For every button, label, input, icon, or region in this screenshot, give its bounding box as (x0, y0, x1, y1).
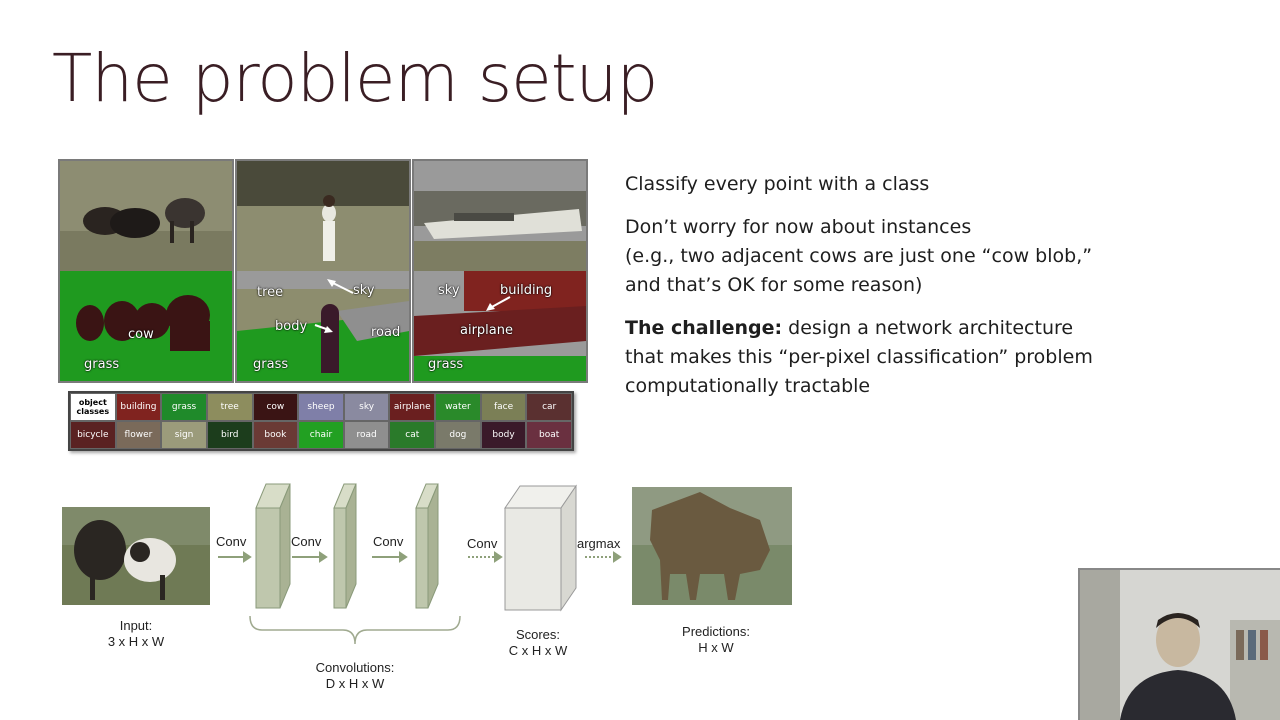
cow-photo (60, 161, 232, 271)
scores-label: Scores: (516, 627, 560, 642)
legend-class-11: flower (115, 421, 162, 449)
prediction-image (632, 487, 792, 605)
convolutions-dims: D x H x W (326, 676, 385, 691)
label-body: body (275, 319, 308, 334)
convolutions-label: Convolutions: (316, 660, 395, 675)
segmentation-example-airplane: sky building airplane grass (412, 159, 588, 383)
legend-class-9: car (526, 393, 572, 421)
legend-class-2: tree (206, 393, 253, 421)
label-airplane: airplane (460, 323, 513, 338)
conv-label-2: Conv (291, 534, 322, 549)
bullet-instances: Don’t worry for now about instances (e.g… (625, 216, 1093, 296)
predictions-dims: H x W (698, 640, 734, 655)
legend-class-4: sheep (298, 393, 344, 421)
airplane-photo (414, 161, 586, 271)
legend-class-7: water (435, 393, 481, 421)
legend-class-19: body (480, 421, 527, 449)
conv-label-4: Conv (467, 536, 498, 551)
arrow-icon (314, 324, 333, 333)
arrow-icon (486, 296, 511, 311)
input-image (62, 507, 210, 605)
legend-class-16: road (343, 421, 390, 449)
arrow-icon (327, 279, 354, 294)
label-building: building (500, 283, 553, 298)
argmax-label: argmax (577, 536, 621, 551)
legend-class-1: grass (161, 393, 207, 421)
input-dims: 3 x H x W (108, 634, 165, 649)
conv-label-3: Conv (373, 534, 404, 549)
person-segmentation (237, 271, 409, 381)
legend-class-0: building (115, 393, 162, 421)
label-cow: cow (128, 327, 154, 342)
predictions-label: Predictions: (682, 624, 750, 639)
label-sky: sky (438, 283, 460, 298)
label-sky: sky (353, 283, 375, 298)
legend-class-12: sign (161, 421, 207, 449)
conv-layer-2 (333, 483, 357, 609)
legend-class-17: cat (389, 421, 436, 449)
conv-layer-1 (255, 483, 291, 609)
label-tree: tree (257, 285, 284, 300)
label-grass: grass (428, 357, 464, 372)
legend-class-18: dog (435, 421, 481, 449)
segmentation-example-person: tree sky body road grass (235, 159, 411, 383)
convolutions-brace (249, 615, 461, 645)
label-road: road (371, 325, 401, 340)
legend-class-3: cow (252, 393, 299, 421)
input-label: Input: (120, 618, 153, 633)
bullet-text: Classify every point with a class Don’t … (625, 170, 1125, 415)
conv-label-1: Conv (216, 534, 247, 549)
webcam-video (1078, 568, 1280, 720)
bullet-challenge: The challenge: design a network architec… (625, 317, 1093, 397)
legend-class-8: face (480, 393, 527, 421)
legend-class-6: airplane (389, 393, 436, 421)
legend-class-10: bicycle (70, 421, 116, 449)
legend-class-20: boat (526, 421, 572, 449)
slide-title: The problem setup (52, 40, 658, 117)
arrow-icon (218, 551, 622, 563)
conv-layer-3 (415, 483, 439, 609)
legend-class-14: book (252, 421, 299, 449)
airplane-segmentation (414, 271, 586, 381)
cow-segmentation (60, 271, 232, 381)
pipeline-diagram: Conv Conv Conv Conv argmax Input: 3 x H … (62, 483, 792, 691)
legend-class-13: bird (206, 421, 253, 449)
bullet-classify: Classify every point with a class (625, 173, 930, 195)
person-photo (237, 161, 409, 271)
segmentation-example-cows: cow grass (58, 159, 234, 383)
legend-header: object classes (70, 393, 116, 421)
scores-block (504, 484, 577, 612)
scores-dims: C x H x W (509, 643, 568, 658)
legend-class-5: sky (343, 393, 390, 421)
label-grass: grass (253, 357, 289, 372)
legend-class-15: chair (298, 421, 344, 449)
presenter-video-frame (1080, 570, 1280, 720)
label-grass: grass (84, 357, 120, 372)
